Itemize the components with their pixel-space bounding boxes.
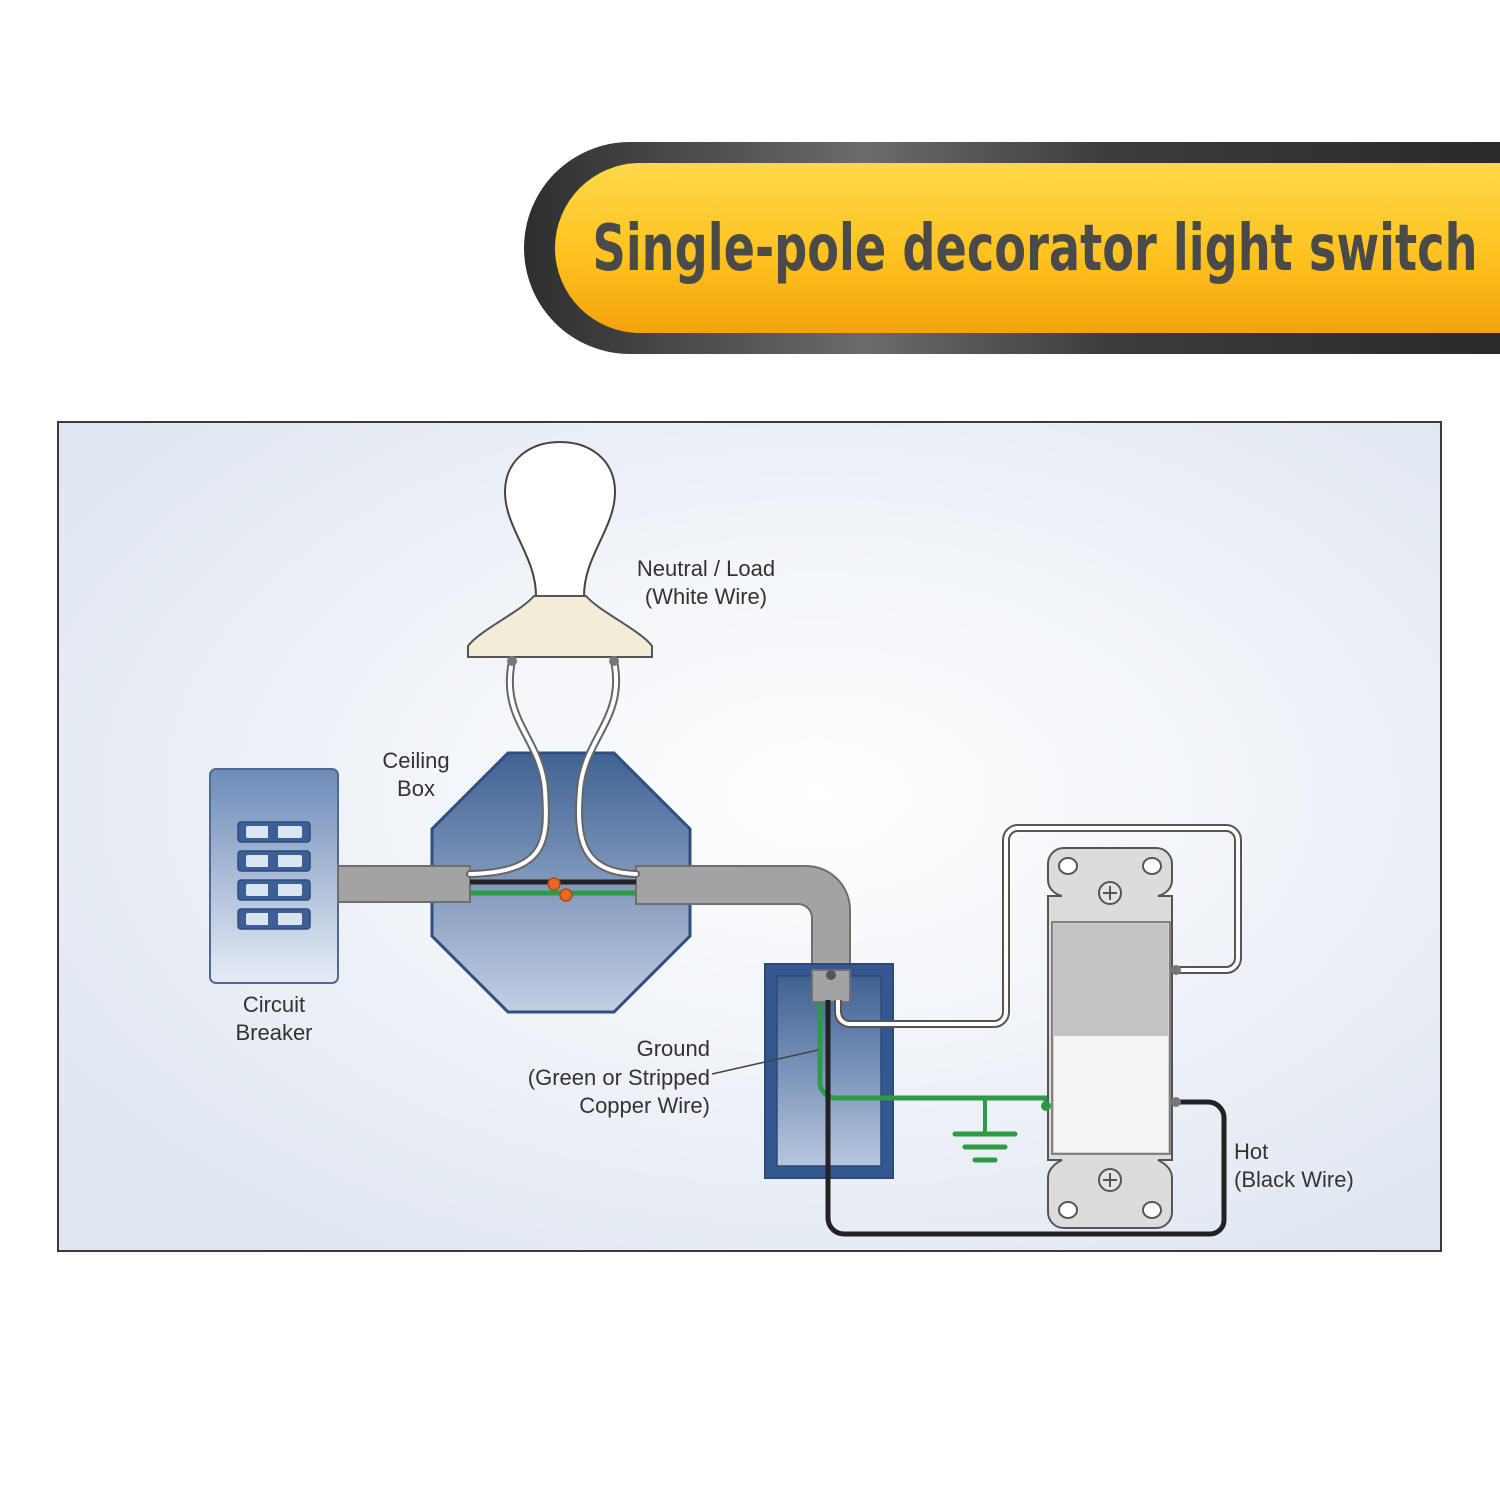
page-title: Single-pole decorator light switch: [593, 212, 1478, 286]
breaker-switch: [237, 821, 311, 843]
label-breaker-line2: Breaker: [235, 1020, 312, 1045]
switch-rocker-bottom: [1054, 1036, 1168, 1152]
conduit-left: [337, 865, 471, 903]
label-ceiling-line2: Box: [397, 776, 435, 801]
wire-nut: [547, 877, 561, 891]
light-bulb: [467, 440, 653, 666]
terminal-screw: [1171, 965, 1181, 975]
label-breaker-line1: Circuit: [243, 992, 305, 1017]
breaker-switch: [237, 908, 311, 930]
title-banner: Single-pole decorator light switch: [524, 142, 1500, 354]
circuit-breaker: [209, 768, 339, 984]
lamp-socket: [467, 595, 653, 658]
switch-rocker-top: [1054, 924, 1168, 1036]
terminal-screw: [1171, 1097, 1181, 1107]
label-hot-line1: Hot: [1234, 1139, 1268, 1164]
breaker-switch: [237, 879, 311, 901]
ground-screw: [1041, 1101, 1051, 1111]
ground-symbol: [952, 1096, 1018, 1163]
label-ground-line3: Copper Wire): [579, 1093, 710, 1118]
breaker-switch: [237, 850, 311, 872]
label-ground-line2: (Green or Stripped: [528, 1065, 710, 1090]
label-ground-line1: Ground: [637, 1036, 710, 1061]
label-ceiling-line1: Ceiling: [382, 748, 449, 773]
wire-nut: [559, 888, 573, 902]
decorator-switch: [1041, 847, 1181, 1229]
hot-wire-switch: [825, 1000, 1227, 1237]
banner-fill: [555, 163, 1500, 333]
label-hot-line2: (Black Wire): [1234, 1167, 1354, 1192]
conduit-right: [635, 865, 851, 1003]
label-neutral-line2: (White Wire): [645, 584, 767, 609]
label-neutral-line1: Neutral / Load: [637, 556, 775, 581]
ground-label-pointer: [711, 1049, 819, 1075]
